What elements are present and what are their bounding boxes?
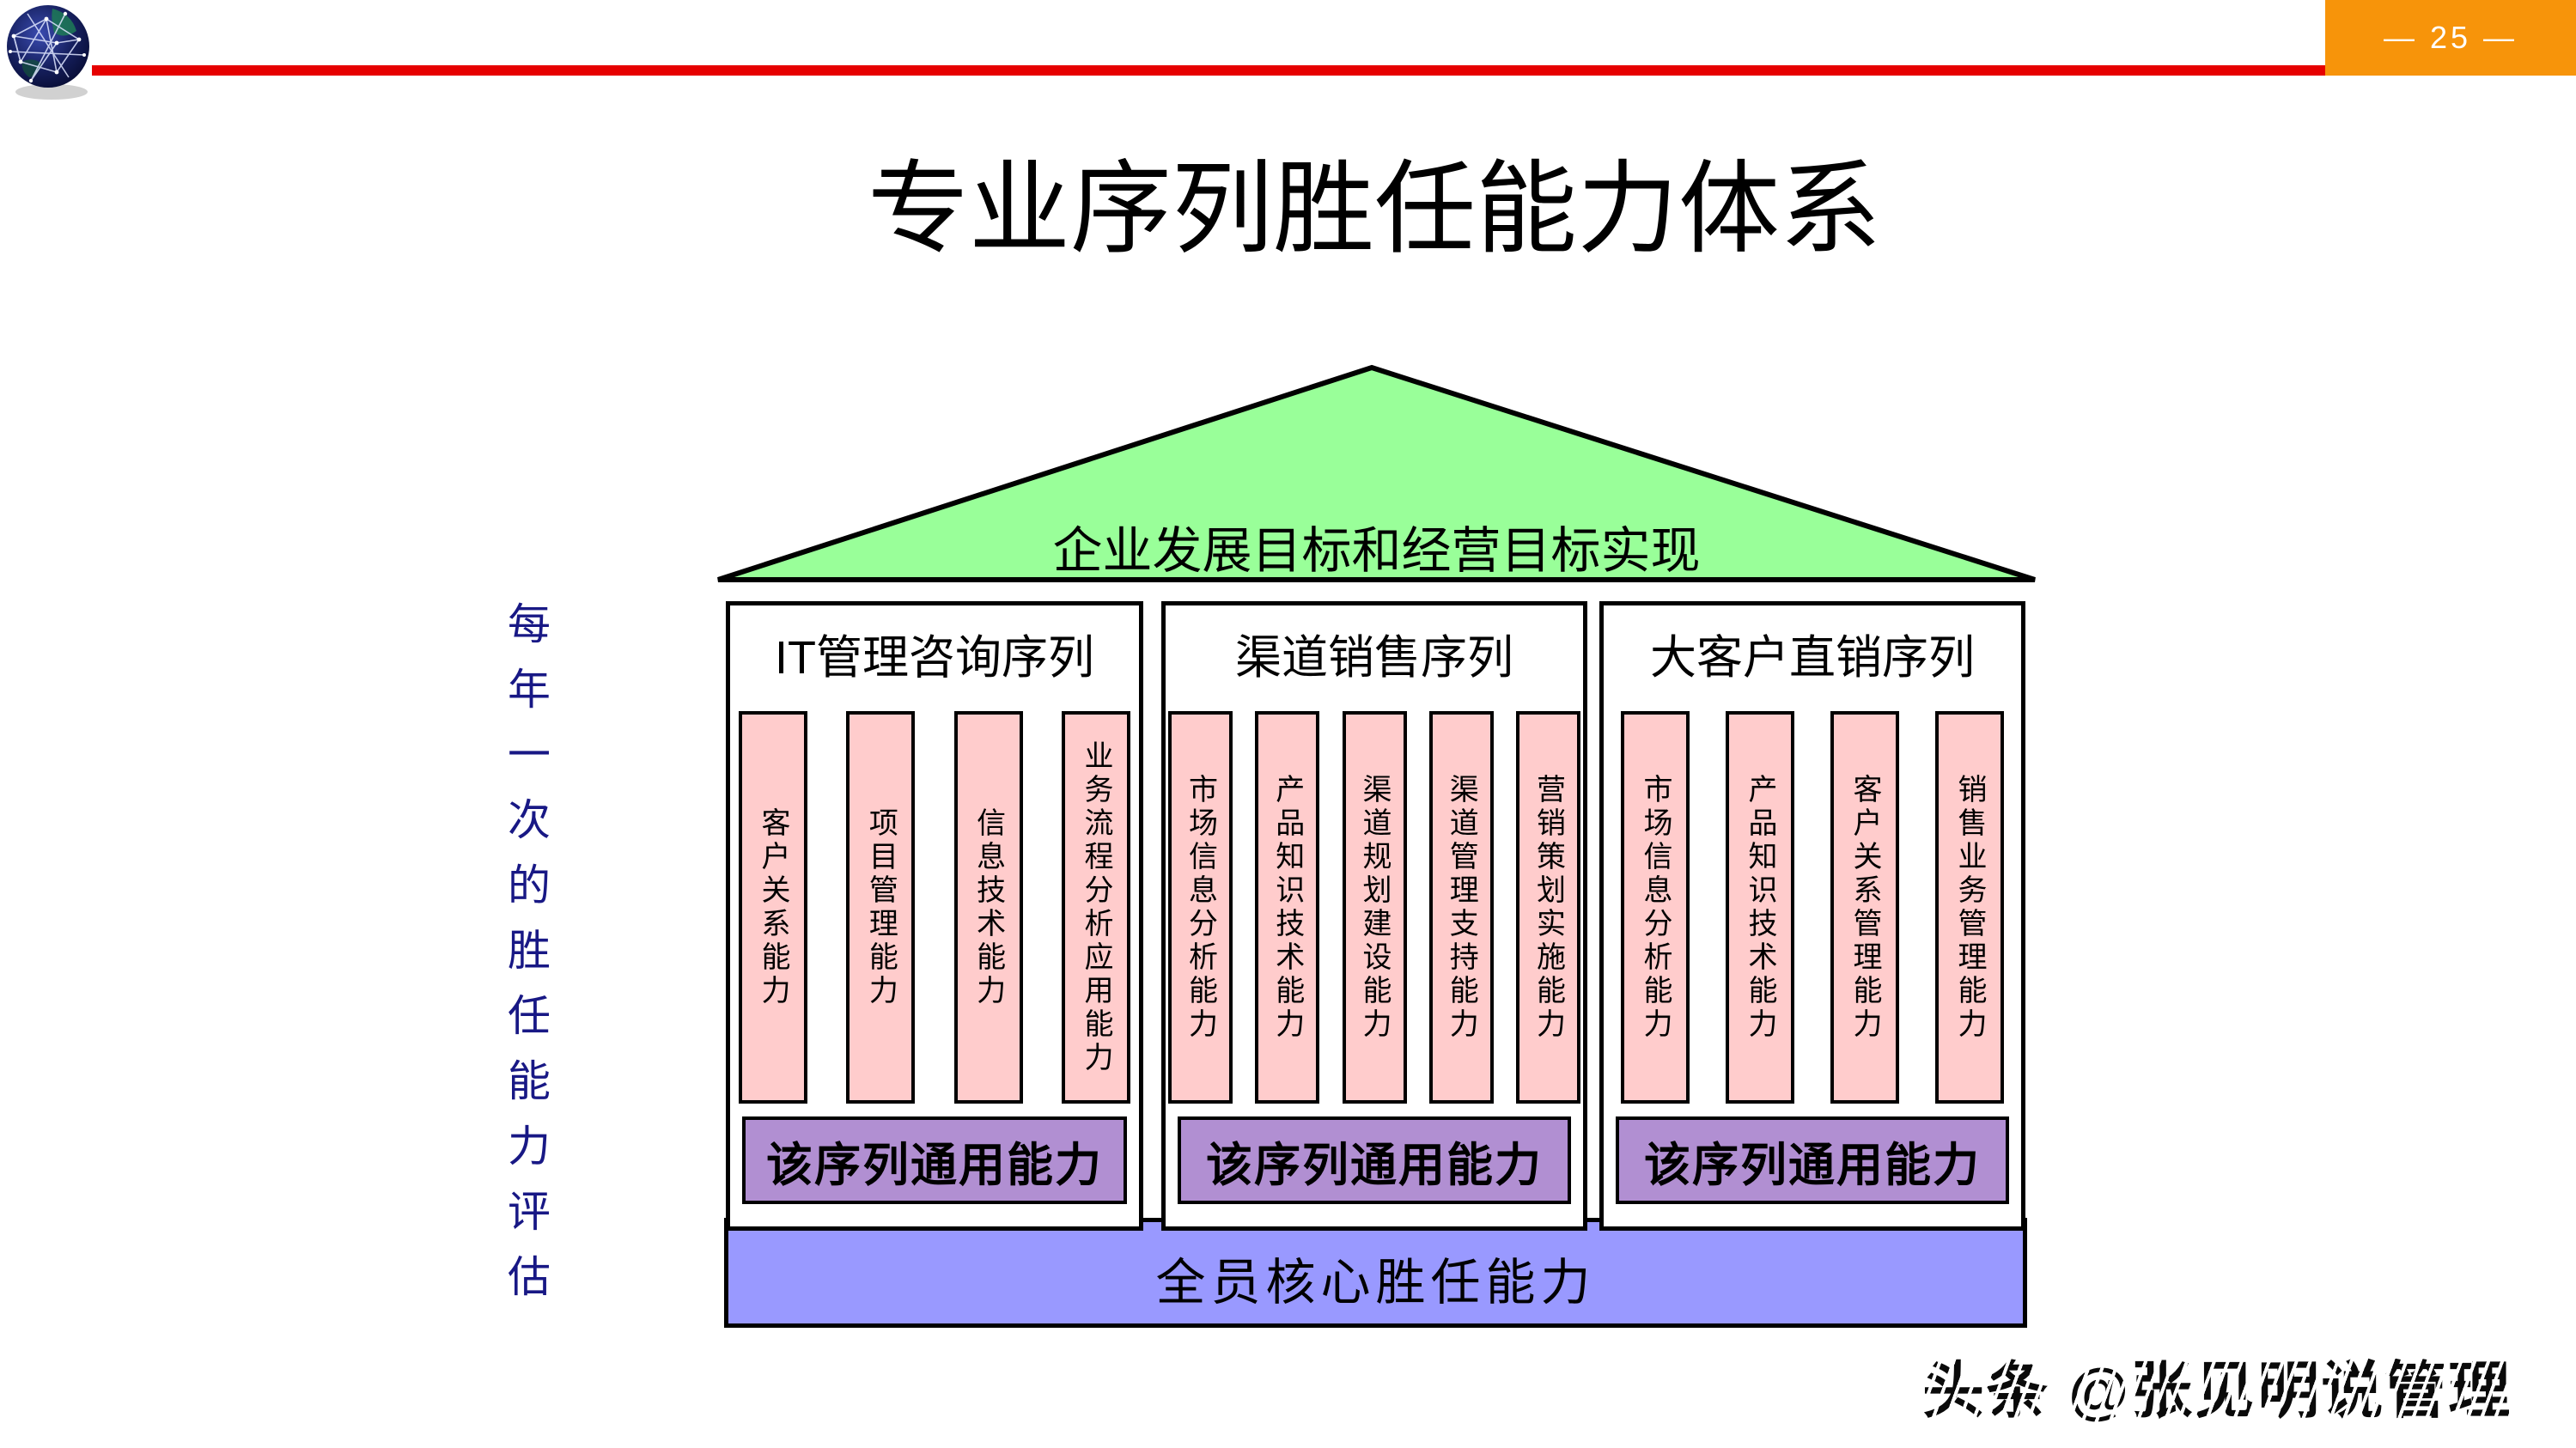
pillar: 市场信息分析能力 [1621,711,1690,1104]
core-competency-bar: 全员核心胜任能力 [724,1218,2027,1328]
pillar: 项目管理能力 [846,711,916,1104]
pillar-label: 信息技术能力 [971,806,1005,1008]
section-header: 大客户直销序列 [1650,632,1975,684]
core-competency-label: 全员核心胜任能力 [1155,1255,1596,1311]
pillar-label: 渠道管理支持能力 [1445,773,1478,1042]
common-ability-label: 该序列通用能力 [1644,1139,1981,1191]
roof-label: 企业发展目标和经营目标实现 [1052,523,1701,579]
pillar: 信息技术能力 [953,711,1023,1104]
pillar: 市场信息分析能力 [1168,711,1233,1104]
pillar-label: 产品知识技术能力 [1744,773,1776,1042]
pillar-label: 产品知识技术能力 [1270,773,1304,1042]
slide-title: 专业序列胜任能力体系 [867,154,1881,266]
section-header: IT管理咨询序列 [775,632,1094,684]
page-number-badge: — 25 — [2325,0,2576,76]
pillar-label: 渠道规划建设能力 [1358,773,1391,1042]
common-ability-label: 该序列通用能力 [1206,1139,1543,1191]
pillar: 业务流程分析应用能力 [1061,711,1130,1104]
pillar-group: 客户关系能力 项目管理能力 信息技术能力 业务流程分析应用能力 [730,711,1139,1104]
pillar: 客户关系能力 [739,711,807,1104]
globe-network-icon [5,2,94,101]
pillar: 营销策划实施能力 [1516,711,1580,1104]
pillar: 产品知识技术能力 [1726,711,1794,1104]
pillar: 渠道规划建设能力 [1342,711,1407,1104]
pillar-label: 项目管理能力 [864,806,898,1008]
section-box-channel-sales: 渠道销售序列 市场信息分析能力 产品知识技术能力 渠道规划建设能力 渠道管理支持… [1161,601,1587,1231]
pillar-label: 市场信息分析能力 [1184,773,1217,1042]
pillar-group: 市场信息分析能力 产品知识技术能力 客户关系管理能力 销售业务管理能力 [1604,711,2021,1104]
header-divider-line [92,65,2329,76]
pillar-label: 业务流程分析应用能力 [1079,739,1112,1075]
pillar: 渠道管理支持能力 [1428,711,1494,1104]
pillar: 销售业务管理能力 [1935,711,2004,1104]
pillar-label: 客户关系能力 [757,806,789,1008]
pillar: 客户关系管理能力 [1830,711,1899,1104]
pillar-label: 销售业务管理能力 [1953,773,1986,1042]
annual-assessment-note: 每年一次的胜任能力评估 [502,601,550,1319]
section-box-key-account: 大客户直销序列 市场信息分析能力 产品知识技术能力 客户关系管理能力 销售业务管… [1599,601,2025,1231]
roof-triangle [717,364,2036,582]
pillar-label: 市场信息分析能力 [1639,773,1672,1042]
pillar: 产品知识技术能力 [1255,711,1320,1104]
common-ability-box: 该序列通用能力 [742,1116,1127,1204]
watermark: 头条 @张见明说管理 [1922,1340,2558,1430]
common-ability-box: 该序列通用能力 [1616,1116,2009,1204]
section-box-it-consulting: IT管理咨询序列 客户关系能力 项目管理能力 信息技术能力 业务流程分析应用能力… [726,601,1143,1231]
pillar-group: 市场信息分析能力 产品知识技术能力 渠道规划建设能力 渠道管理支持能力 营销策划… [1166,711,1583,1104]
section-header: 渠道销售序列 [1235,632,1513,684]
page-number: — 25 — [2383,20,2518,55]
common-ability-label: 该序列通用能力 [766,1139,1103,1191]
pillar-label: 营销策划实施能力 [1532,773,1565,1042]
pillar-label: 客户关系管理能力 [1848,773,1881,1042]
common-ability-box: 该序列通用能力 [1178,1116,1571,1204]
